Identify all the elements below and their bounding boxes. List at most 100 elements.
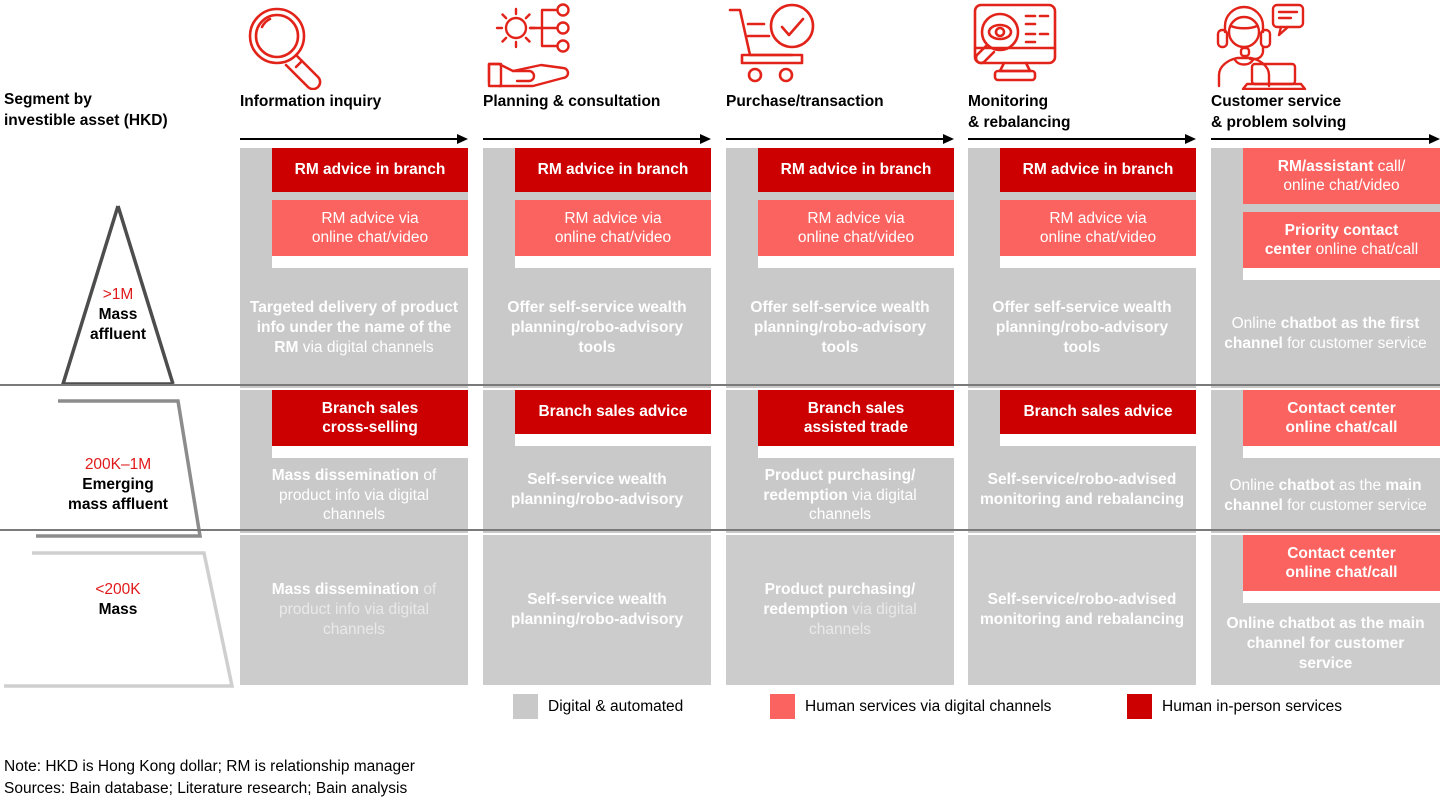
segment-amount-mass: <200K bbox=[95, 581, 141, 598]
cell-description-text: Product purchasing/ redemption via digit… bbox=[763, 581, 917, 638]
flow-arrow-monitoring-rebalancing bbox=[968, 134, 1196, 144]
cell-description-emerging-mass-affluent-purchase-transaction: Product purchasing/ redemption via digit… bbox=[726, 458, 954, 533]
service-chip-in-person[interactable]: Branch sales advice bbox=[515, 390, 711, 434]
cell-description-text: Online chatbot as the first channel for … bbox=[1224, 315, 1427, 352]
cell-description-text: Self-service wealth planning/robo-adviso… bbox=[510, 591, 684, 628]
row-divider bbox=[0, 384, 1440, 386]
flow-arrow-purchase-transaction bbox=[726, 134, 954, 144]
service-chip-in-person[interactable]: RM advice in branch bbox=[272, 148, 468, 192]
chip-gap-spacer bbox=[758, 446, 954, 458]
chip-gap-spacer bbox=[1000, 256, 1196, 268]
column-header-customer-service: Customer service& problem solving bbox=[1211, 0, 1440, 148]
service-chip-label: RM advice in branch bbox=[537, 161, 689, 179]
cell-description-mass-purchase-transaction: Product purchasing/ redemption via digit… bbox=[726, 535, 954, 685]
cell-description-emerging-mass-affluent-planning-consultation: Self-service wealth planning/robo-adviso… bbox=[483, 446, 711, 533]
legend-item-human-in-person: Human in-person services bbox=[1127, 694, 1342, 719]
column-title-monitoring-rebalancing: Monitoring& rebalancing bbox=[968, 93, 1071, 131]
legend-label-digital-automated: Digital & automated bbox=[548, 697, 684, 715]
legend-label-human-via-digital: Human services via digital channels bbox=[805, 697, 1052, 715]
cell-description-text: Self-service/robo-advised monitoring and… bbox=[979, 591, 1185, 628]
matrix-cell-mass-purchase-transaction[interactable] bbox=[726, 535, 954, 685]
monitor-eye-icon bbox=[968, 2, 1058, 90]
matrix-cell-mass-monitoring-rebalancing[interactable] bbox=[968, 535, 1196, 685]
legend-swatch-digital-automated bbox=[513, 694, 538, 719]
cell-description-mass-information-inquiry: Mass dissemination of product info via d… bbox=[240, 535, 468, 685]
legend-label-human-in-person: Human in-person services bbox=[1162, 697, 1343, 715]
cell-description-text: Offer self-service wealth planning/robo-… bbox=[992, 299, 1172, 356]
cell-description-text: Offer self-service wealth planning/robo-… bbox=[507, 299, 687, 356]
service-chip-label: RM advice in branch bbox=[780, 161, 932, 179]
cell-description-emerging-mass-affluent-information-inquiry: Mass dissemination of product info via d… bbox=[240, 458, 468, 533]
cell-description-emerging-mass-affluent-customer-service: Online chatbot as the main channel for c… bbox=[1211, 458, 1440, 533]
cell-description-text: Self-service/robo-advised monitoring and… bbox=[979, 470, 1185, 508]
service-chip-in-person[interactable]: RM advice in branch bbox=[758, 148, 954, 192]
chip-gap-spacer bbox=[272, 256, 468, 268]
service-chip-label: Branch sales advice bbox=[1023, 403, 1173, 421]
column-header-purchase-transaction: Purchase/transaction bbox=[726, 0, 954, 148]
matrix-cell-mass-planning-consultation[interactable] bbox=[483, 535, 711, 685]
flow-arrow-customer-service bbox=[1211, 134, 1440, 144]
column-title-customer-service: Customer service& problem solving bbox=[1211, 93, 1347, 131]
column-header-information-inquiry: Information inquiry bbox=[240, 0, 468, 148]
cell-description-mass-planning-consultation: Self-service wealth planning/robo-adviso… bbox=[483, 535, 711, 685]
cell-description-text: Online chatbot as the main channel for c… bbox=[1226, 615, 1425, 672]
service-chip-digital-human[interactable]: RM/assistant call/online chat/video bbox=[1243, 148, 1440, 204]
matrix-cell-mass-information-inquiry[interactable] bbox=[240, 535, 468, 685]
service-chip-in-person[interactable]: Branch sales advice bbox=[1000, 390, 1196, 434]
cell-description-text: Self-service wealth planning/robo-adviso… bbox=[510, 470, 684, 508]
flow-arrow-information-inquiry bbox=[240, 134, 468, 144]
cell-description-text: Online chatbot as the main channel for c… bbox=[1224, 476, 1427, 514]
cell-description-text: Targeted delivery of product info under … bbox=[249, 299, 459, 356]
matrix-row-mass: Mass dissemination of product info via d… bbox=[0, 529, 1440, 685]
service-chip-in-person[interactable]: RM advice in branch bbox=[515, 148, 711, 192]
service-chip-in-person[interactable]: RM advice in branch bbox=[1000, 148, 1196, 192]
cell-description-mass-affluent-information-inquiry: Targeted delivery of product info under … bbox=[240, 268, 468, 388]
cell-description-emerging-mass-affluent-monitoring-rebalancing: Self-service/robo-advised monitoring and… bbox=[968, 446, 1196, 533]
service-chip-label: RM/assistant call/online chat/video bbox=[1277, 157, 1406, 194]
shopping-cart-check-icon bbox=[726, 2, 816, 90]
column-title-information-inquiry: Information inquiry bbox=[240, 93, 382, 110]
column-header-planning-consultation: Planning & consultation bbox=[483, 0, 711, 148]
chip-gap-spacer bbox=[272, 446, 468, 458]
gear-in-hand-icon bbox=[483, 2, 573, 90]
cell-description-text: Offer self-service wealth planning/robo-… bbox=[750, 299, 930, 356]
chip-gap-spacer bbox=[1000, 434, 1196, 446]
cell-description-text: Mass dissemination of product info via d… bbox=[271, 581, 437, 638]
legend-item-digital-automated: Digital & automated bbox=[513, 694, 683, 719]
cell-description-mass-affluent-purchase-transaction: Offer self-service wealth planning/robo-… bbox=[726, 268, 954, 388]
cell-description-text: Mass dissemination of product info via d… bbox=[271, 466, 437, 524]
column-header-monitoring-rebalancing: Monitoring& rebalancing bbox=[968, 0, 1196, 148]
legend-swatch-human-via-digital bbox=[770, 694, 795, 719]
footnotes: Note: HKD is Hong Kong dollar; RM is rel… bbox=[4, 756, 904, 801]
row-divider bbox=[0, 529, 1440, 531]
chip-gap-spacer bbox=[1243, 446, 1440, 458]
legend-item-human-via-digital: Human services via digital channels bbox=[770, 694, 1051, 719]
column-title-planning-consultation: Planning & consultation bbox=[483, 93, 661, 110]
sources-line: Sources: Bain database; Literature resea… bbox=[4, 780, 408, 798]
service-chip-label: RM advice in branch bbox=[294, 161, 446, 179]
